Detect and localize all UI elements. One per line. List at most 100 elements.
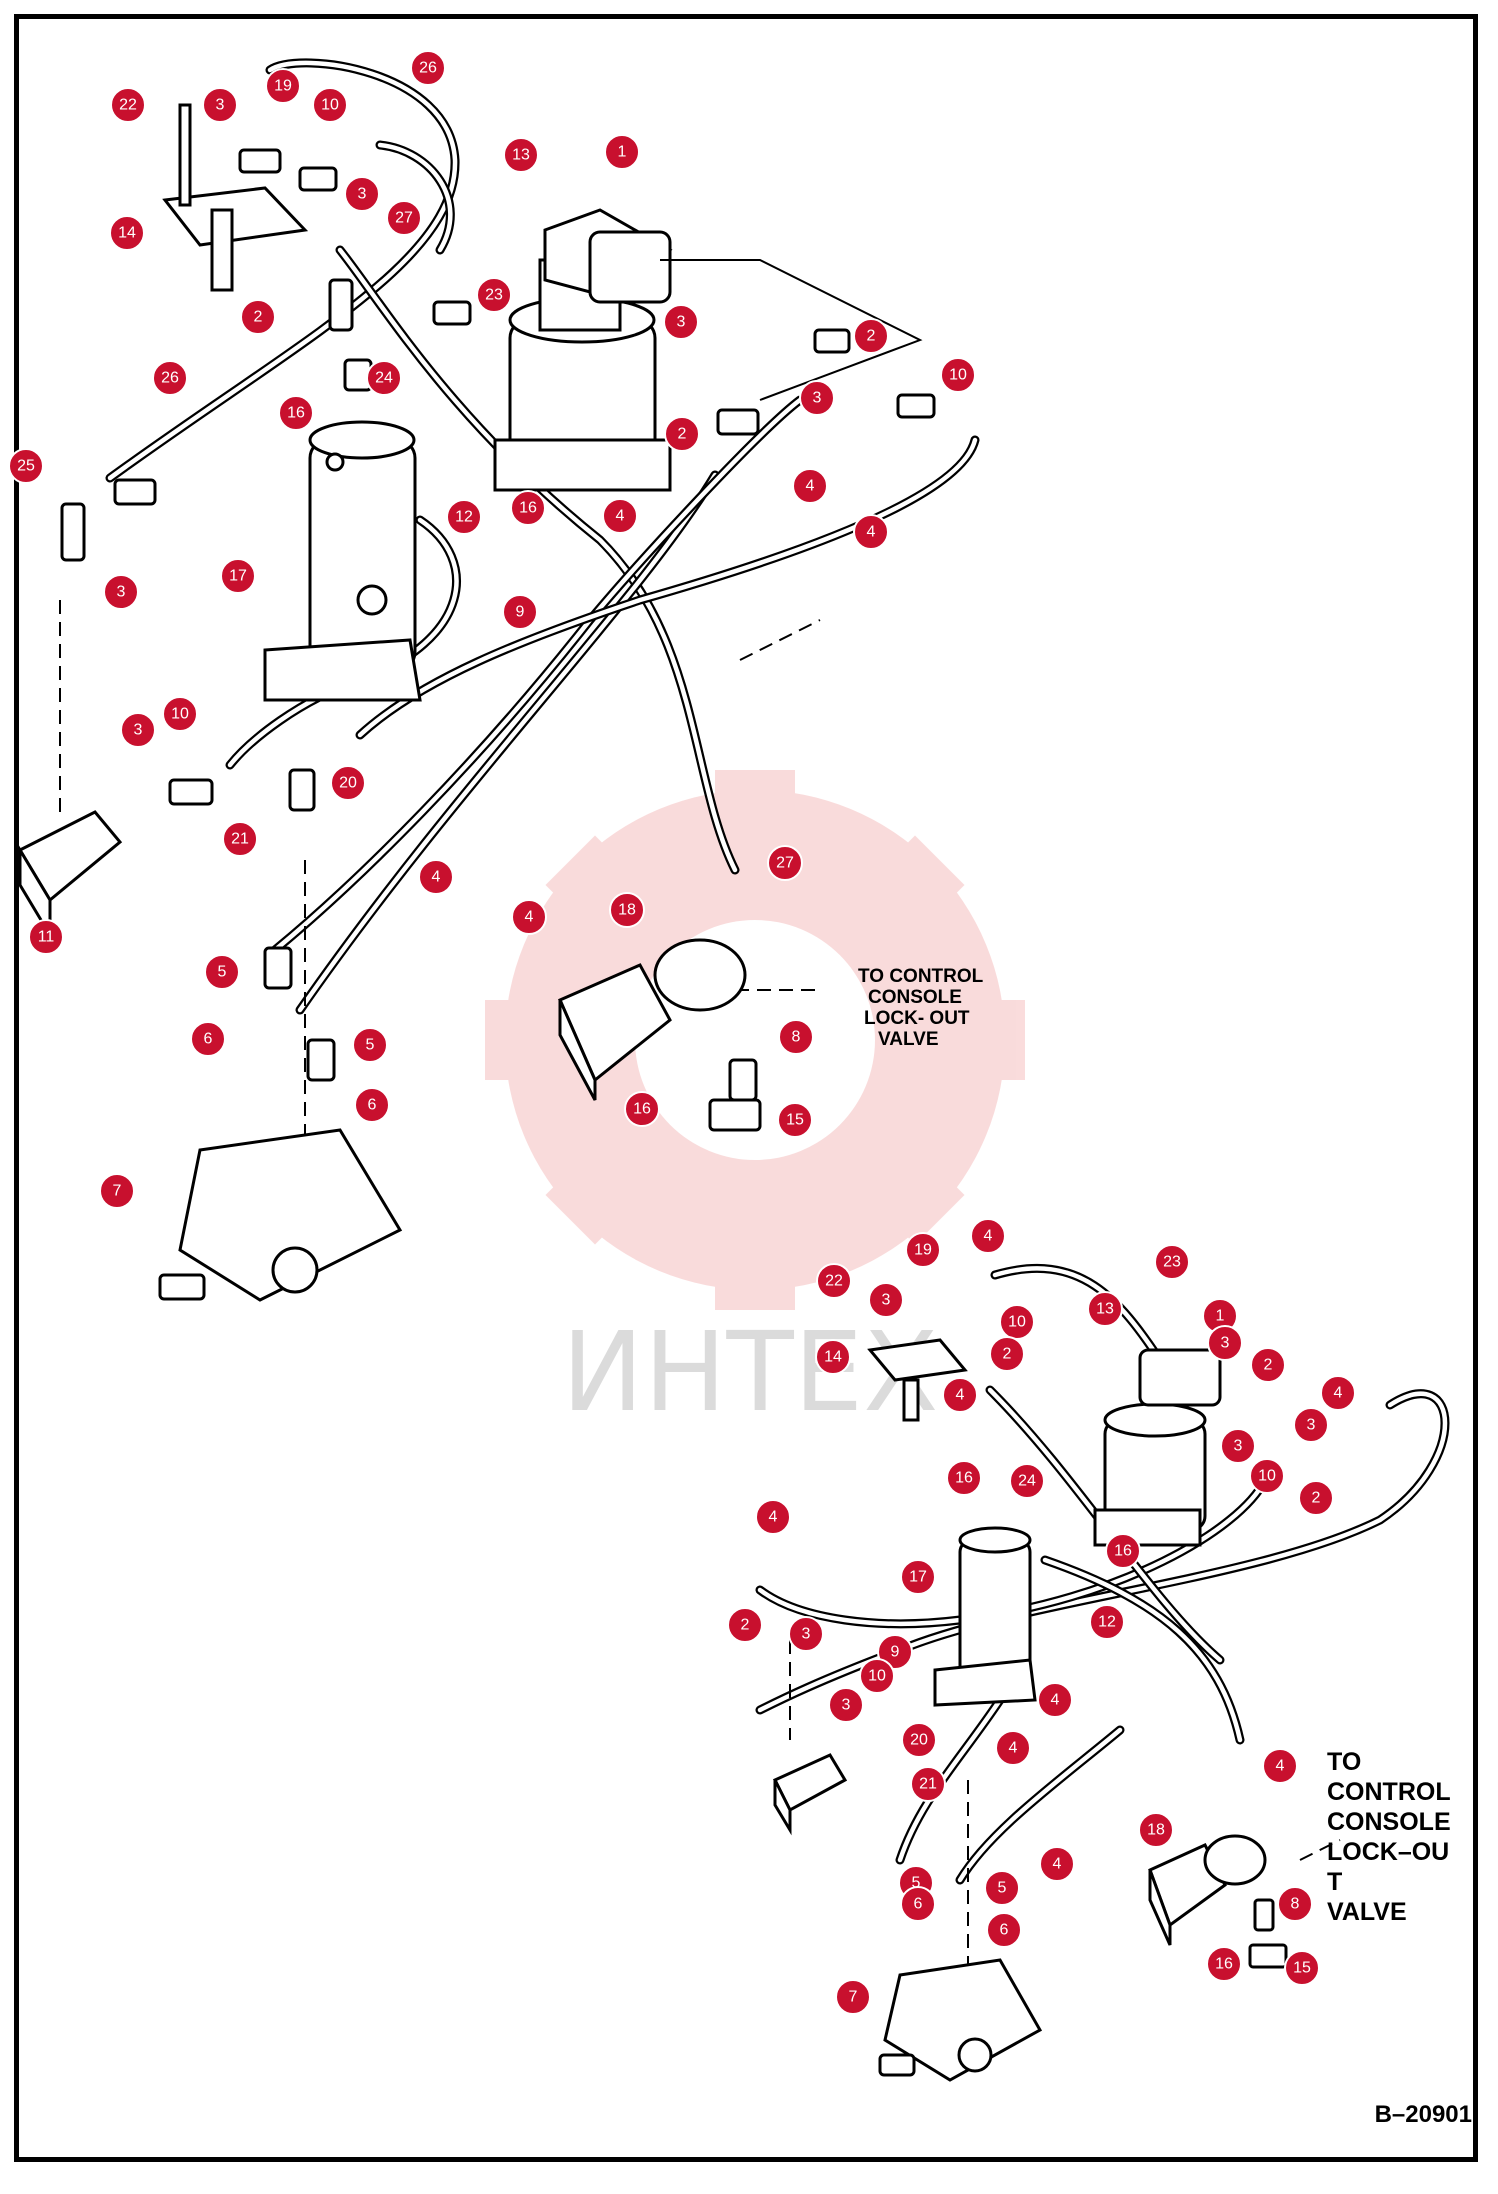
callout-label: 21 <box>919 1776 937 1793</box>
callout-badge-circle <box>900 1559 936 1595</box>
callout-badge: 22 <box>816 1263 852 1299</box>
callout-badge: 11 <box>28 919 64 955</box>
callout-badge: 16 <box>624 1091 660 1127</box>
callout-label: 3 <box>1234 1438 1243 1455</box>
callout-badge: 3 <box>1220 1428 1256 1464</box>
callout-badge-circle <box>99 1173 135 1209</box>
callout-badge-circle <box>1009 1463 1045 1499</box>
callout-label: 26 <box>161 370 179 387</box>
callout-badge: 2 <box>664 416 700 452</box>
callout-label: 3 <box>677 314 686 331</box>
upper-fittings <box>60 148 936 1082</box>
callout-label: 4 <box>525 909 534 926</box>
callout-label: 27 <box>395 210 413 227</box>
upper-swivel <box>493 208 923 492</box>
callout-badge-circle <box>1154 1244 1190 1280</box>
upper-note-line-2: CONSOLE <box>868 987 962 1008</box>
callout-label: 2 <box>254 309 263 326</box>
callout-badge-circle <box>1250 1347 1286 1383</box>
callout-badge-circle <box>853 514 889 550</box>
callout-badge: 7 <box>99 1173 135 1209</box>
lower-swivel <box>1093 1348 1222 1547</box>
callout-badge-circle <box>28 919 64 955</box>
lower-note-line-3: CONSOLE <box>1327 1808 1451 1836</box>
callout-badge: 9 <box>877 1634 913 1670</box>
callout-badge: 14 <box>815 1339 851 1375</box>
callout-badge-circle <box>312 87 348 123</box>
upper-hoses <box>105 58 980 1015</box>
callout-label: 11 <box>38 929 55 946</box>
callout-badge: 2 <box>727 1607 763 1643</box>
callout-badge-circle <box>1207 1325 1243 1361</box>
callout-badge: 2 <box>989 1336 1025 1372</box>
callout-badge: 3 <box>663 304 699 340</box>
callout-badge: 4 <box>1320 1375 1356 1411</box>
callout-badge-circle <box>103 574 139 610</box>
callout-label: 4 <box>1009 1740 1018 1757</box>
callout-badge-circle <box>1138 1812 1174 1848</box>
callout-badge-circle <box>510 490 546 526</box>
callout-badge: 20 <box>330 765 366 801</box>
callout-label: 4 <box>432 869 441 886</box>
callout-badge: 27 <box>386 200 422 236</box>
callout-badge-circle <box>910 1766 946 1802</box>
callout-label: 4 <box>984 1228 993 1245</box>
callout-badge-circle <box>755 1499 791 1535</box>
callout-badge-circle <box>502 594 538 630</box>
callout-badge: 6 <box>190 1021 226 1057</box>
callout-badge: 10 <box>940 357 976 393</box>
upper-assembly <box>17 58 980 1302</box>
upper-cylinder <box>263 420 422 702</box>
callout-badge-circle <box>110 87 146 123</box>
callout-badge: 23 <box>476 277 512 313</box>
callout-badge-circle <box>602 498 638 534</box>
callout-badge-circle <box>152 360 188 396</box>
callout-badge-circle <box>1087 1291 1123 1327</box>
callout-label: 25 <box>17 458 35 475</box>
callout-badge-circle <box>503 137 539 173</box>
lower-note-line-2: CONTROL <box>1327 1778 1451 1806</box>
callout-label: 20 <box>339 775 357 792</box>
callout-badge: 4 <box>1262 1748 1298 1784</box>
callout-badge: 15 <box>777 1102 813 1138</box>
callout-badge: 6 <box>354 1087 390 1123</box>
callout-label: 16 <box>633 1101 651 1118</box>
callout-badge-circle <box>777 1102 813 1138</box>
callout-badge-circle <box>476 277 512 313</box>
callout-badge: 3 <box>868 1282 904 1318</box>
callout-badge: 16 <box>1105 1533 1141 1569</box>
callout-badge: 3 <box>344 176 380 212</box>
callout-badge-circle <box>986 1912 1022 1948</box>
watermark-text: ИНТЕХ <box>561 1308 938 1436</box>
callout-badge: 12 <box>1089 1604 1125 1640</box>
callout-label: 6 <box>368 1097 377 1114</box>
callout-label: 21 <box>231 831 249 848</box>
callout-badge-circle <box>788 1616 824 1652</box>
callout-badge: 3 <box>1207 1325 1243 1361</box>
callout-label: 18 <box>1147 1822 1165 1839</box>
callout-badge: 8 <box>1277 1886 1313 1922</box>
callout-badge-circle <box>1039 1846 1075 1882</box>
callout-badge-circle <box>418 859 454 895</box>
callout-badge-circle <box>828 1687 864 1723</box>
callout-badge-circle <box>900 1886 936 1922</box>
callout-badge-circle <box>901 1722 937 1758</box>
callout-badge: 13 <box>503 137 539 173</box>
callout-label: 13 <box>512 147 530 164</box>
callout-badge-circle <box>202 87 238 123</box>
lower-hoses <box>755 1263 1450 1885</box>
callout-label: 22 <box>825 1273 843 1290</box>
callout-badge: 20 <box>901 1722 937 1758</box>
callout-badge: 9 <box>502 594 538 630</box>
callout-label: 10 <box>949 367 967 384</box>
callout-label: 10 <box>1258 1468 1276 1485</box>
callout-label: 10 <box>321 97 339 114</box>
callout-badge-circle <box>816 1263 852 1299</box>
callout-label: 3 <box>842 1697 851 1714</box>
callout-badge-circle <box>344 176 380 212</box>
callout-label: 9 <box>516 604 525 621</box>
callout-badge: 21 <box>910 1766 946 1802</box>
callout-label: 5 <box>912 1875 921 1892</box>
callout-badge-circle <box>222 821 258 857</box>
callout-badge: 25 <box>8 448 44 484</box>
